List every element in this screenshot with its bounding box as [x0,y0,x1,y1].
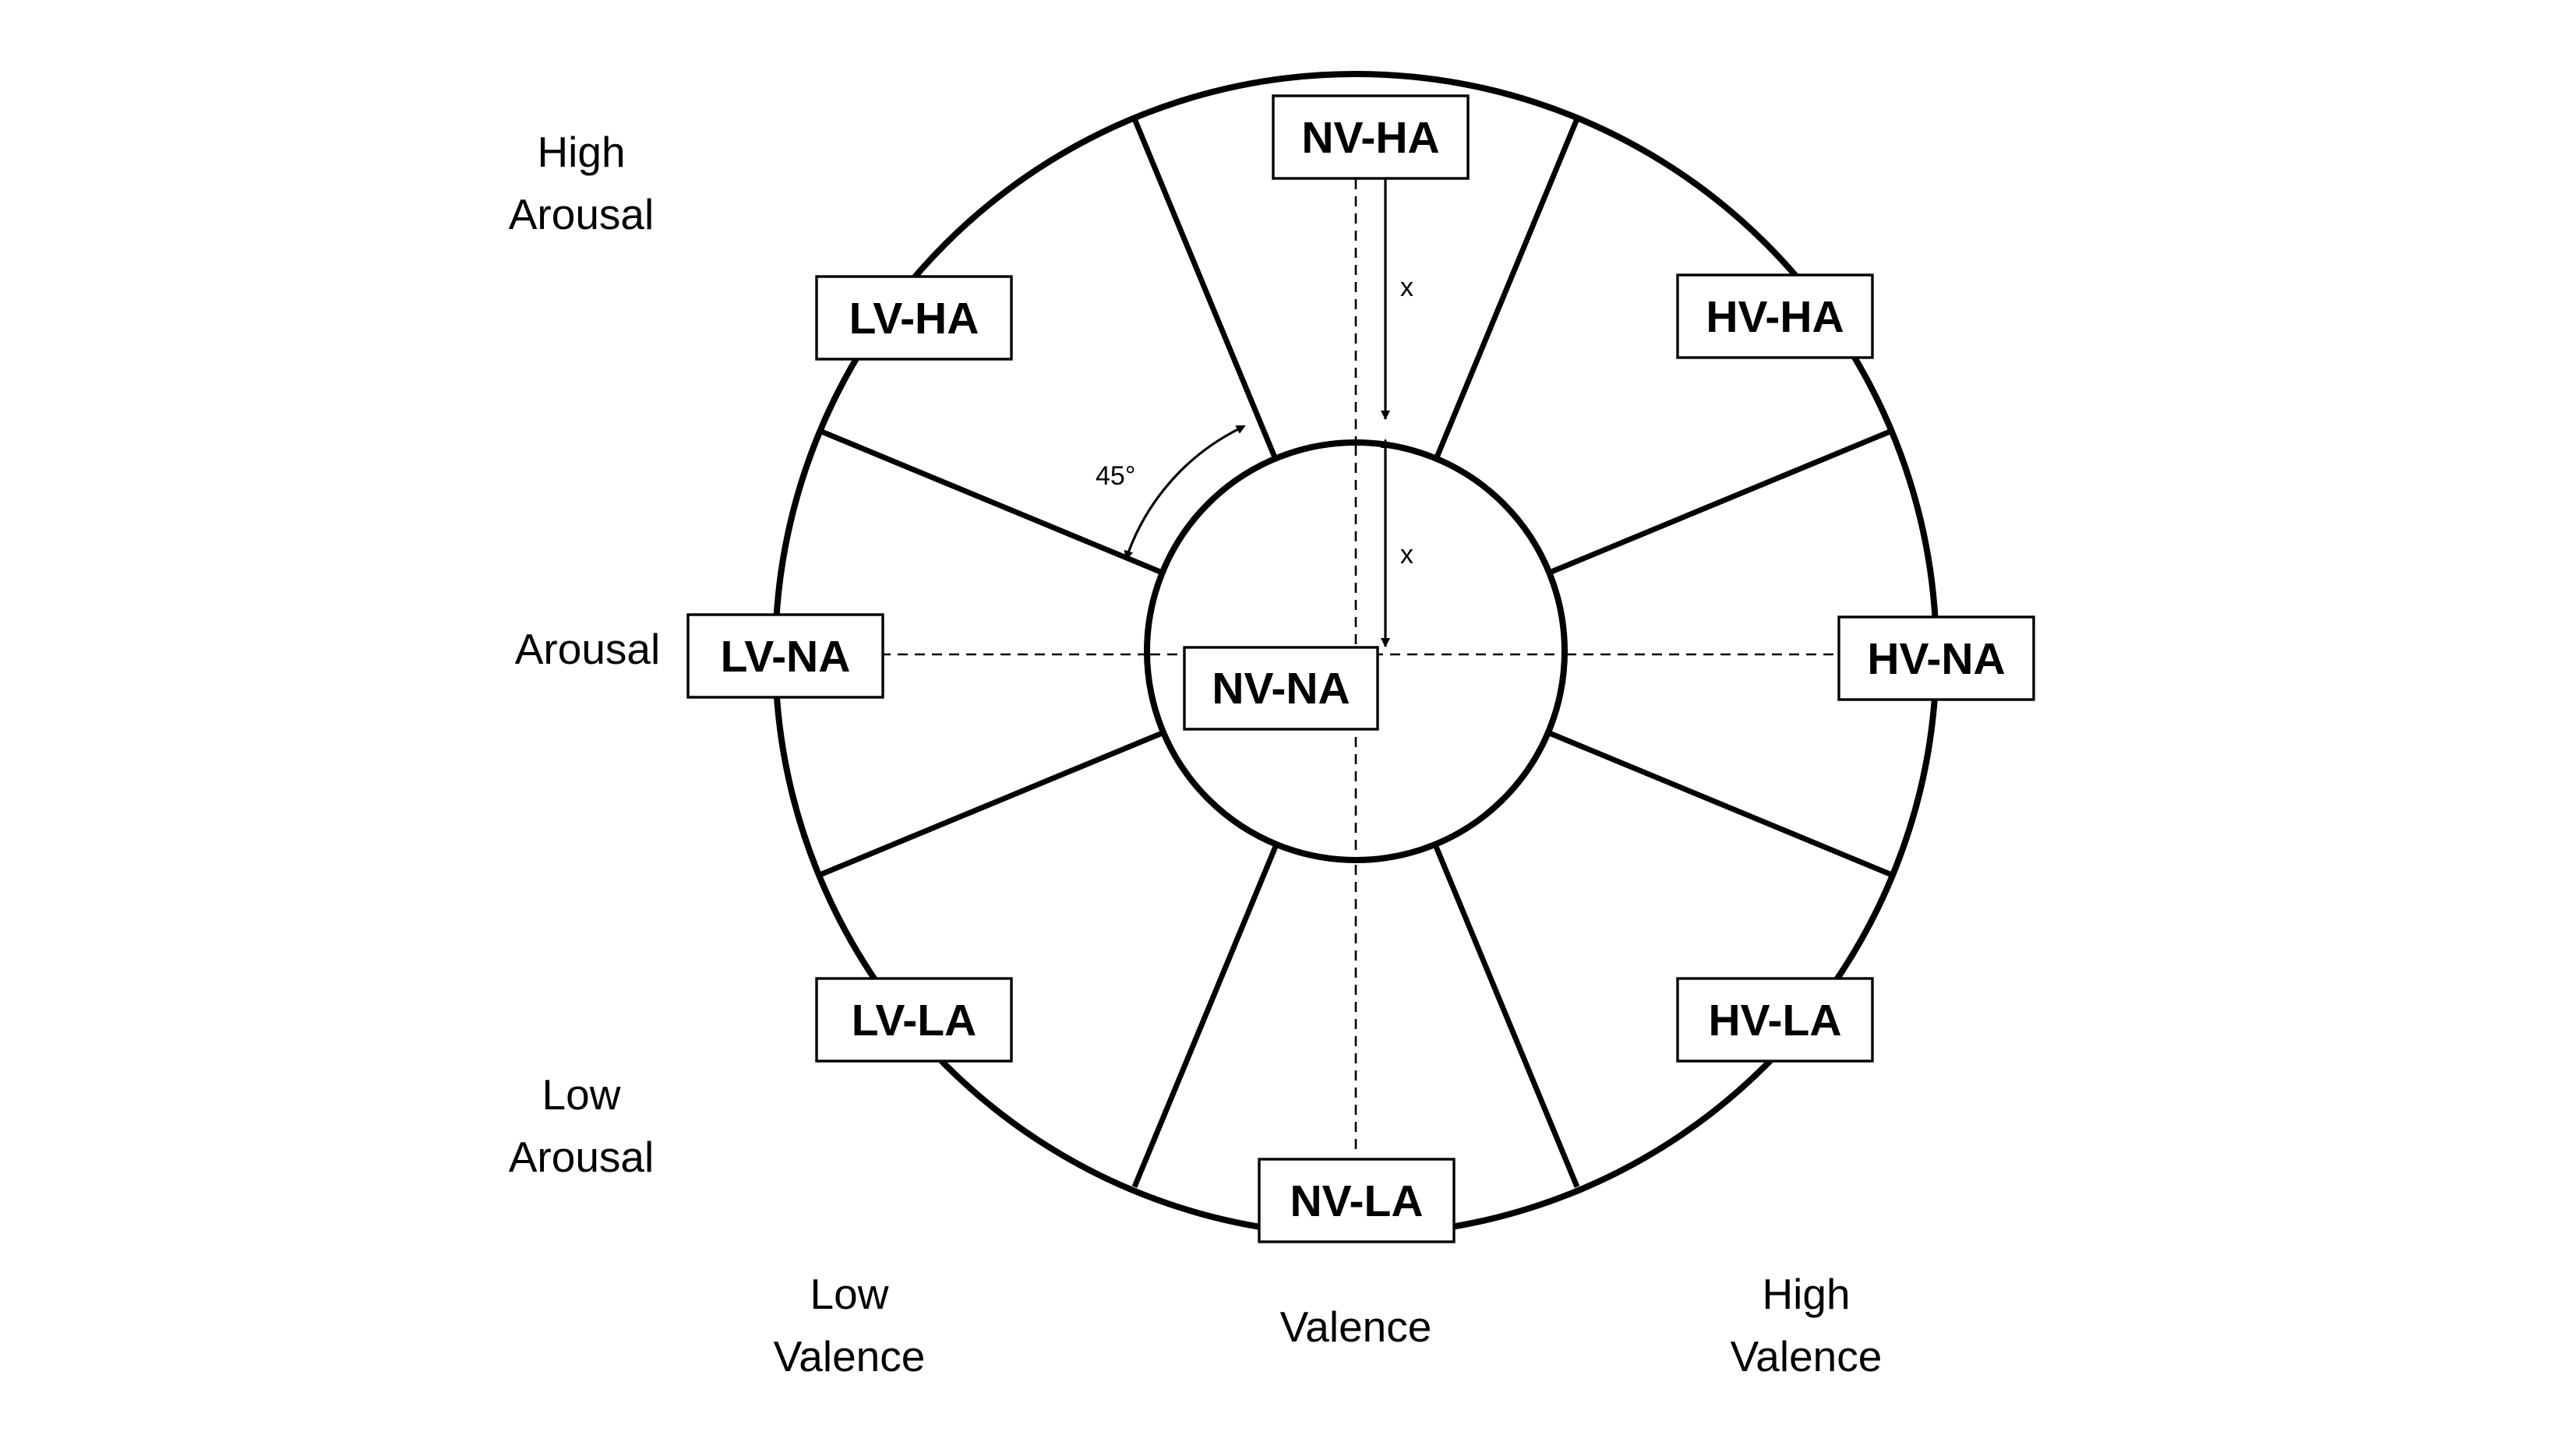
inner-distance-label: x [1400,540,1413,569]
region-lv-na: LV-NA [686,613,884,699]
region-hv-na: HV-NA [1837,615,2035,701]
sector-boundary-spoke [1433,844,1580,1188]
label-valence: Valence [1280,1303,1432,1351]
sector-boundary-spoke [1131,844,1279,1188]
region-label-hv-la: HV-LA [1709,996,1842,1045]
region-box [1272,94,1470,180]
region-label-nv-na: NV-NA [1212,664,1350,714]
label-low-valence: Low Valence [774,1270,926,1380]
label-low-valence-line1: Low [810,1270,889,1318]
sector-boundary-spoke [1433,118,1580,461]
label-arousal: Arousal [515,625,660,673]
region-nv-la: NV-LA [1258,1158,1456,1243]
region-lv-la: LV-LA [815,977,1013,1063]
region-hv-ha: HV-HA [1676,273,1874,359]
label-high-arousal-line2: Arousal [509,190,654,238]
region-label-nv-la: NV-LA [1290,1176,1424,1226]
sector-boundary-spoke [1547,428,1891,576]
region-label-lv-ha: LV-HA [849,294,979,344]
outer-distance-label: x [1400,273,1413,302]
region-box [1258,1158,1456,1243]
region-box [815,977,1013,1063]
region-box [815,275,1013,361]
region-nv-na: NV-NA [1183,646,1379,731]
label-high-valence-line1: High [1762,1270,1850,1318]
sector-boundary-spoke [820,428,1164,576]
label-low-arousal-line2: Arousal [509,1133,654,1181]
region-label-lv-na: LV-NA [721,632,851,682]
label-high-valence-line2: Valence [1731,1332,1883,1380]
region-box [1837,615,2035,701]
region-nv-ha: NV-HA [1272,94,1470,180]
label-low-valence-line2: Valence [774,1332,926,1380]
label-high-arousal-line1: High [537,128,625,176]
angle-arc [1124,425,1246,560]
region-lv-ha: LV-HA [815,275,1013,361]
wheel-spokes [820,118,1891,1188]
region-box [1183,646,1379,731]
angle-label: 45° [1096,461,1135,491]
sector-boundary-spoke [1547,730,1891,877]
region-hv-la: HV-LA [1676,977,1874,1063]
sector-boundary-spoke [820,730,1164,877]
region-label-nv-ha: NV-HA [1301,113,1439,163]
region-box [1676,273,1874,359]
sector-boundary-spoke [1131,118,1279,461]
region-label-hv-ha: HV-HA [1706,292,1844,342]
label-high-arousal: High Arousal [509,128,654,238]
label-low-arousal-line1: Low [542,1070,621,1119]
region-label-hv-na: HV-NA [1867,634,2005,684]
region-label-lv-la: LV-LA [852,996,976,1045]
region-box [1676,977,1874,1063]
region-box [686,613,884,699]
label-low-arousal: Low Arousal [509,1070,654,1181]
label-high-valence: High Valence [1731,1270,1883,1380]
